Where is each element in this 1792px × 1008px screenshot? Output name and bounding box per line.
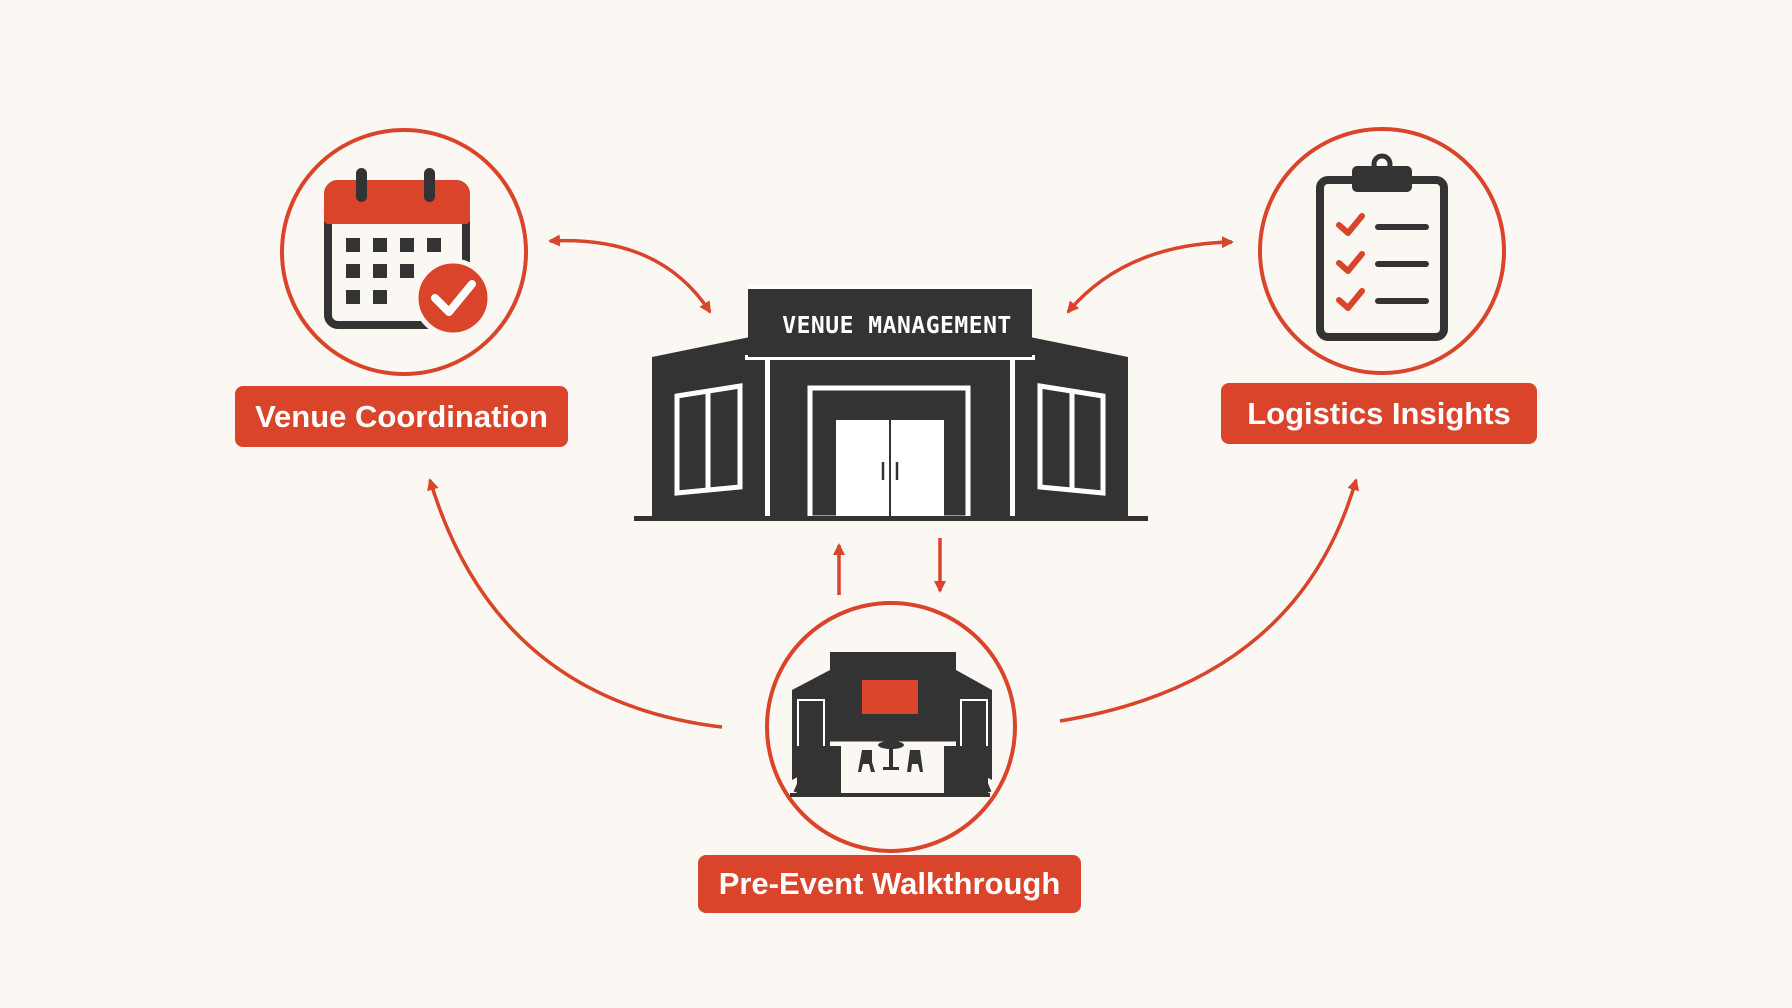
left-counter [797, 746, 841, 794]
arrow-walkthrough-to-logistics-insights [1059, 478, 1360, 723]
node-logistics-insights [1258, 127, 1506, 375]
right-counter [944, 746, 988, 794]
venue-sign-text: VENUE MANAGEMENT [782, 313, 1012, 339]
arrow-walkthrough-to-venue-coordination [427, 478, 723, 729]
right-pillar [1010, 360, 1015, 520]
event-booth-icon [790, 652, 992, 797]
table-chairs-icon [858, 741, 923, 772]
calendar-check-icon [324, 168, 493, 338]
logistics-insights-label: Logistics Insights [1221, 383, 1537, 444]
left-pillar [765, 360, 770, 520]
arrow-logistics-insights-to-center [1066, 236, 1234, 314]
arrow-venue-coordination-to-center [548, 234, 712, 314]
connectors [427, 234, 1360, 729]
venue-sign [748, 285, 1032, 357]
pre-event-walkthrough-label: Pre-Event Walkthrough [698, 855, 1081, 913]
venue-coordination-circle [280, 128, 528, 376]
pre-event-walkthrough-circle [765, 601, 1017, 853]
node-pre-event-walkthrough [765, 601, 1017, 853]
right-window [1037, 383, 1106, 496]
clipboard-checklist-icon [1316, 153, 1448, 341]
venue-coordination-label: Venue Coordination [235, 386, 568, 447]
building-base [634, 516, 1148, 521]
node-venue-coordination [280, 128, 528, 376]
left-window [674, 383, 743, 496]
building-icon: VENUE MANAGEMENT [634, 285, 1148, 521]
booth-screen [862, 680, 918, 714]
check-badge-icon [413, 258, 493, 338]
logistics-insights-circle [1258, 127, 1506, 375]
